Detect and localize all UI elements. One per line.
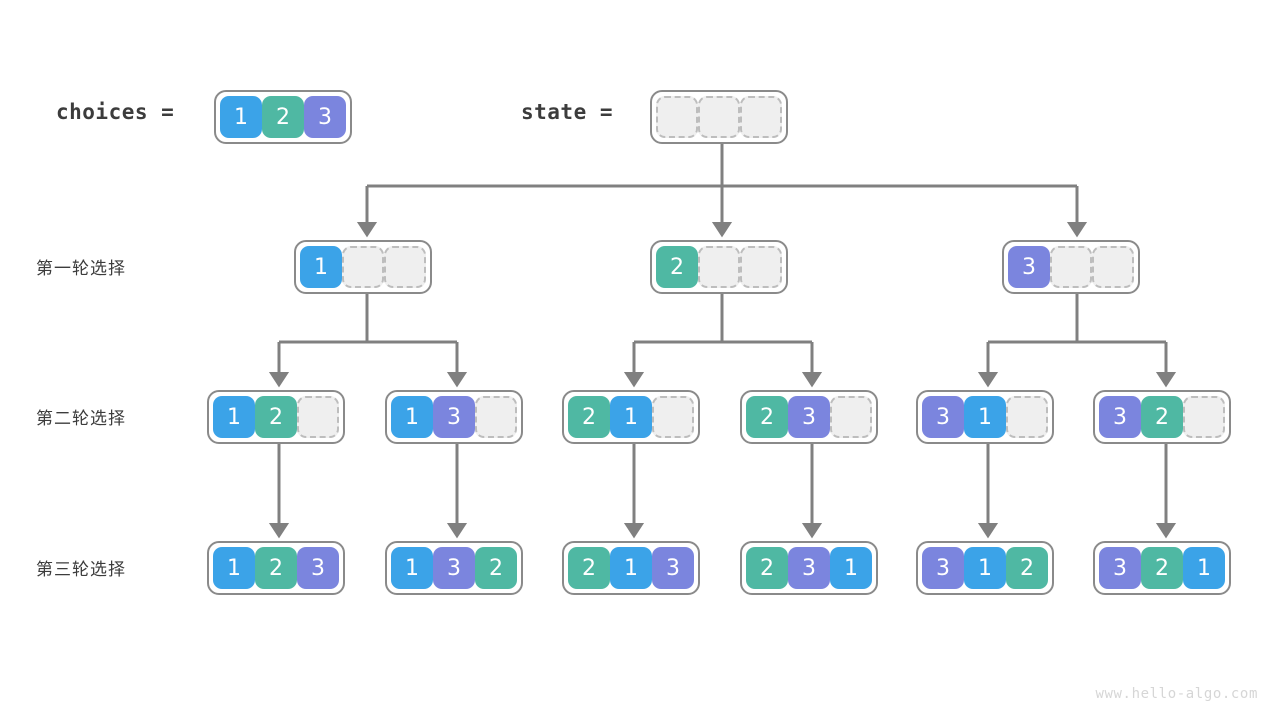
level3-node-4-cell-1: 1 — [964, 547, 1006, 589]
state-array — [650, 90, 788, 144]
level3-node-2-cell-0: 2 — [568, 547, 610, 589]
level3-node-1-cell-0: 1 — [391, 547, 433, 589]
level2-node-1-cell-0: 1 — [391, 396, 433, 438]
level3-node-0-cell-0: 1 — [213, 547, 255, 589]
state-label: state = — [521, 100, 614, 124]
level3-node-2-cell-2: 3 — [652, 547, 694, 589]
level3-node-1-cell-1: 3 — [433, 547, 475, 589]
level1-node-0: 1 — [294, 240, 432, 294]
level2-node-5-cell-0: 3 — [1099, 396, 1141, 438]
level3-node-3-cell-2: 1 — [830, 547, 872, 589]
level3-node-5-cell-2: 1 — [1183, 547, 1225, 589]
level3-node-5-cell-0: 3 — [1099, 547, 1141, 589]
level3-node-0-cell-1: 2 — [255, 547, 297, 589]
level3-node-1-cell-2: 2 — [475, 547, 517, 589]
choices-array-cell-0: 1 — [220, 96, 262, 138]
level1-node-2-cell-2-empty — [1092, 246, 1134, 288]
level2-node-4-cell-0: 3 — [922, 396, 964, 438]
state-array-cell-0-empty — [656, 96, 698, 138]
level2-node-0-cell-1: 2 — [255, 396, 297, 438]
level2-node-3-cell-0: 2 — [746, 396, 788, 438]
level1-node-2: 3 — [1002, 240, 1140, 294]
level2-node-5-cell-1: 2 — [1141, 396, 1183, 438]
level1-node-1-cell-2-empty — [740, 246, 782, 288]
level2-node-4-cell-1: 1 — [964, 396, 1006, 438]
level2-node-0-cell-0: 1 — [213, 396, 255, 438]
level1-node-0-cell-2-empty — [384, 246, 426, 288]
state-array-cell-2-empty — [740, 96, 782, 138]
level3-node-2-cell-1: 1 — [610, 547, 652, 589]
level2-node-2-cell-2-empty — [652, 396, 694, 438]
level3-node-3-cell-1: 3 — [788, 547, 830, 589]
level1-node-1-cell-0: 2 — [656, 246, 698, 288]
row-label-round-3: 第三轮选择 — [36, 560, 126, 579]
level2-node-2-cell-1: 1 — [610, 396, 652, 438]
level3-node-0-cell-2: 3 — [297, 547, 339, 589]
level1-node-2-cell-1-empty — [1050, 246, 1092, 288]
level2-node-1-cell-2-empty — [475, 396, 517, 438]
level3-node-5-cell-1: 2 — [1141, 547, 1183, 589]
level3-node-4-cell-0: 3 — [922, 547, 964, 589]
level2-node-3-cell-1: 3 — [788, 396, 830, 438]
watermark: www.hello-algo.com — [1095, 686, 1258, 702]
level2-node-4-cell-2-empty — [1006, 396, 1048, 438]
level1-node-1: 2 — [650, 240, 788, 294]
level2-node-5-cell-2-empty — [1183, 396, 1225, 438]
level1-node-1-cell-1-empty — [698, 246, 740, 288]
level3-node-3-cell-0: 2 — [746, 547, 788, 589]
level2-node-1-cell-1: 3 — [433, 396, 475, 438]
choices-array-cell-1: 2 — [262, 96, 304, 138]
row-label-round-1: 第一轮选择 — [36, 259, 126, 278]
level1-node-2-cell-0: 3 — [1008, 246, 1050, 288]
state-array-cell-1-empty — [698, 96, 740, 138]
level2-node-0-cell-2-empty — [297, 396, 339, 438]
row-label-round-2: 第二轮选择 — [36, 409, 126, 428]
level2-node-2-cell-0: 2 — [568, 396, 610, 438]
choices-label: choices = — [56, 100, 175, 124]
level1-node-0-cell-0: 1 — [300, 246, 342, 288]
level3-node-4-cell-2: 2 — [1006, 547, 1048, 589]
level2-node-3-cell-2-empty — [830, 396, 872, 438]
level1-node-0-cell-1-empty — [342, 246, 384, 288]
choices-array-cell-2: 3 — [304, 96, 346, 138]
